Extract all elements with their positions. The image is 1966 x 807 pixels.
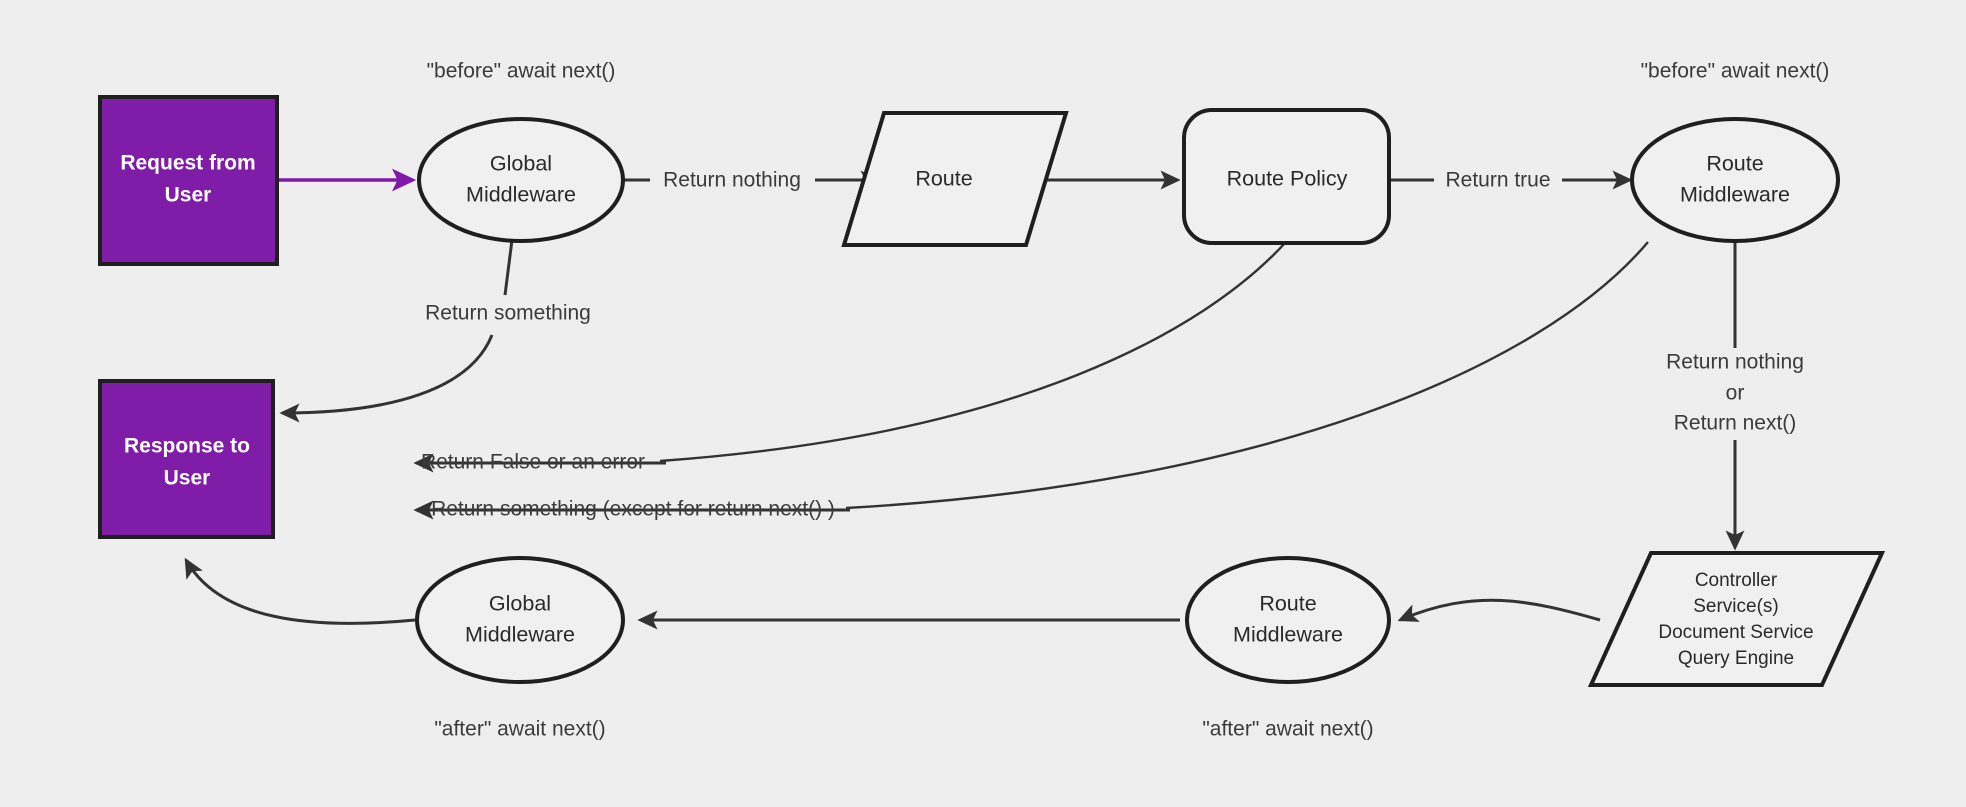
route-middleware-after-label-line1: Route [1259, 592, 1316, 616]
request-from-user-label-line2: User [165, 184, 212, 207]
response-to-user-label-line2: User [164, 467, 211, 490]
route-policy-label: Route Policy [1227, 167, 1348, 191]
global-middleware-after-ellipse [415, 556, 625, 684]
edge-label-return-nothing-or-next-line1: Return nothing [1666, 351, 1804, 374]
edge-label-return-nothing: Return nothing [663, 169, 801, 192]
edge-label-return-true: Return true [1445, 169, 1550, 192]
edge-label-return-nothing-or-next-line3: Return next() [1674, 412, 1797, 435]
edge-route-middleware-to-response [845, 241, 1649, 510]
controller-label-line1: Controller [1695, 570, 1778, 591]
node-route-policy[interactable]: Route Policy [1182, 108, 1391, 245]
controller-label-line2: Service(s) [1693, 596, 1779, 617]
route-middleware-before-ellipse [1630, 117, 1840, 243]
route-middleware-before-label-line2: Middleware [1680, 183, 1790, 207]
node-request-from-user[interactable]: Request from User [98, 95, 279, 266]
global-middleware-before-label-line1: Global [490, 152, 552, 176]
node-controller[interactable]: Controller Service(s) Document Service Q… [1587, 551, 1886, 687]
node-route[interactable]: Route [841, 111, 1069, 247]
edge-global-mw-after-to-response [184, 557, 416, 625]
route-middleware-before-caption: "before" await next() [1641, 60, 1830, 83]
global-middleware-before-ellipse [417, 117, 625, 243]
global-middleware-after-label-line2: Middleware [465, 623, 575, 647]
global-middleware-after-label-line1: Global [489, 592, 551, 616]
node-response-to-user[interactable]: Response to User [98, 379, 275, 539]
request-from-user-box [98, 95, 279, 266]
request-from-user-label-line1: Request from [120, 152, 255, 175]
global-middleware-after-caption: "after" await next() [434, 718, 605, 741]
route-middleware-after-ellipse [1185, 556, 1391, 684]
node-route-middleware-before[interactable]: "before" await next() Route Middleware [1630, 60, 1840, 243]
global-middleware-before-label-line2: Middleware [466, 183, 576, 207]
edge-label-return-nothing-or-next-line2: or [1726, 382, 1745, 405]
edge-controller-to-route-middleware-after [1397, 598, 1601, 622]
controller-label-line4: Query Engine [1678, 648, 1794, 669]
route-middleware-after-label-line2: Middleware [1233, 623, 1343, 647]
node-global-middleware-before[interactable]: "before" await next() Global Middleware [417, 60, 625, 243]
controller-parallelogram [1587, 551, 1886, 687]
route-middleware-after-caption: "after" await next() [1202, 718, 1373, 741]
edge-label-return-something-except: Return something (except for return next… [431, 498, 835, 521]
route-parallelogram [841, 111, 1069, 247]
route-label: Route [915, 167, 972, 191]
edge-label-return-something: Return something [425, 302, 591, 325]
node-route-middleware-after[interactable]: Route Middleware "after" await next() [1185, 556, 1391, 741]
route-middleware-before-label-line1: Route [1706, 152, 1763, 176]
edge-route-policy-to-response [659, 242, 1286, 463]
edge-global-middleware-to-response [279, 334, 494, 423]
edge-global-middleware-down-stub [503, 239, 514, 296]
controller-label-line3: Document Service [1658, 622, 1813, 643]
node-global-middleware-after[interactable]: Global Middleware "after" await next() [415, 556, 625, 741]
response-to-user-label-line1: Response to [124, 435, 250, 458]
edge-label-return-false-or-error: Return False or an error [421, 451, 645, 474]
response-to-user-box [98, 379, 275, 539]
route-policy-box [1182, 108, 1391, 245]
global-middleware-before-caption: "before" await next() [427, 60, 616, 83]
